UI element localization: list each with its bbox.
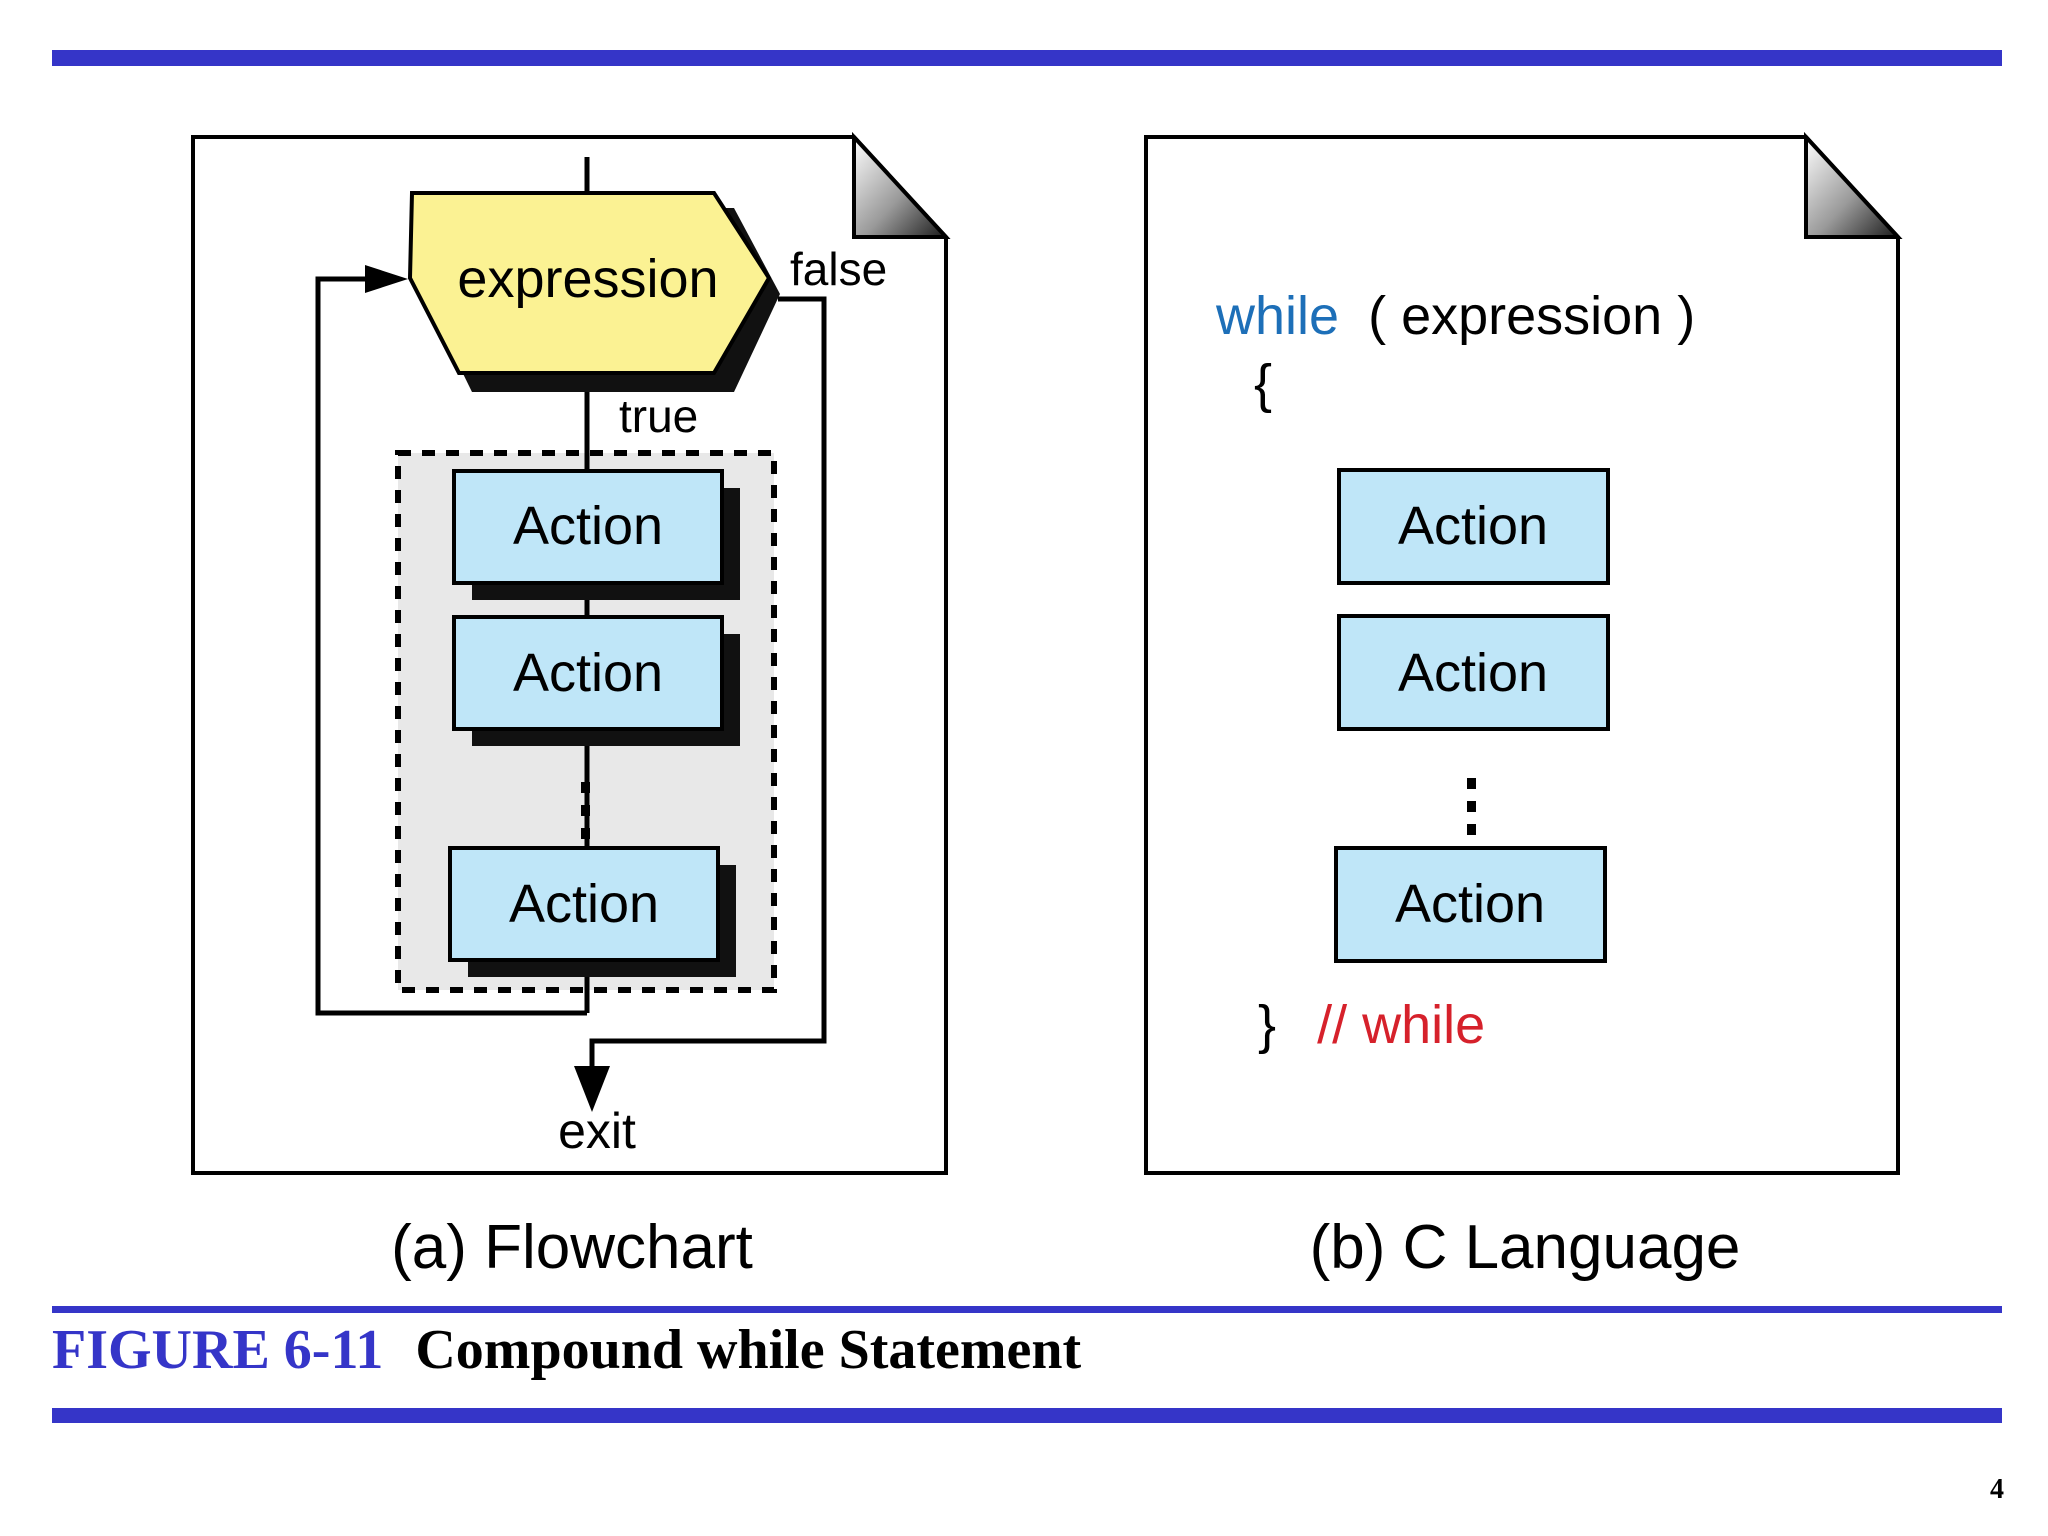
false-label: false [790, 243, 887, 295]
action-box [452, 469, 724, 585]
open-brace: { [1254, 354, 1272, 414]
code-action-2: Action [1337, 614, 1610, 731]
ellipsis-dots [1467, 778, 1476, 835]
flowchart-action-3: Action [448, 846, 736, 977]
flowchart-action-1: Action [452, 469, 740, 600]
while-header: while ( expression ) [1215, 286, 1695, 346]
figure-caption: FIGURE 6-11 Compound while Statement [52, 1322, 1081, 1378]
ellipsis-dots [581, 782, 590, 839]
action-label: Action [1395, 874, 1545, 934]
page-number: 4 [1990, 1474, 2004, 1505]
caption-bottom-rule [52, 1408, 2002, 1423]
action-box [1334, 846, 1607, 963]
decision-shape [407, 191, 772, 375]
action-label: Action [1398, 643, 1548, 703]
action-box [452, 615, 724, 731]
action-label: Action [509, 874, 659, 934]
code-caption: (b) C Language [1310, 1213, 1741, 1282]
action-box [1337, 614, 1610, 731]
action-label: Action [1398, 496, 1548, 556]
figure-title: Compound while Statement [415, 1319, 1082, 1381]
false-branch-line [589, 296, 827, 1078]
exit-arrow-icon [574, 1066, 610, 1112]
while-condition: ( expression ) [1368, 286, 1695, 346]
flowchart-panel: expression false true Action Action Acti… [191, 131, 951, 1175]
while-keyword: while [1215, 286, 1339, 346]
flowchart-caption: (a) Flowchart [391, 1213, 753, 1282]
true-label: true [619, 390, 698, 442]
page-fold-icon [852, 131, 951, 239]
loop-arrow-icon [365, 265, 408, 293]
close-brace: } [1258, 995, 1276, 1055]
code-panel: while ( expression ) { Action Action Act… [1144, 131, 1903, 1175]
top-rule [52, 50, 2002, 66]
close-brace-line: } // while [1258, 995, 1485, 1055]
figure-number: FIGURE 6-11 [52, 1319, 384, 1381]
decision-label: expression [457, 249, 718, 309]
flowchart-action-2: Action [452, 615, 740, 746]
action-label: Action [513, 496, 663, 556]
exit-label: exit [558, 1103, 636, 1159]
loop-back-line [315, 276, 587, 1016]
code-action-3: Action [1334, 846, 1607, 963]
code-action-1: Action [1337, 468, 1610, 585]
decision-node: expression [407, 191, 780, 392]
while-comment: // while [1317, 995, 1485, 1055]
caption-top-rule [52, 1306, 2002, 1313]
action-label: Action [513, 643, 663, 703]
page-fold-icon [1804, 131, 1903, 239]
action-box [1337, 468, 1610, 585]
action-box [448, 846, 720, 962]
